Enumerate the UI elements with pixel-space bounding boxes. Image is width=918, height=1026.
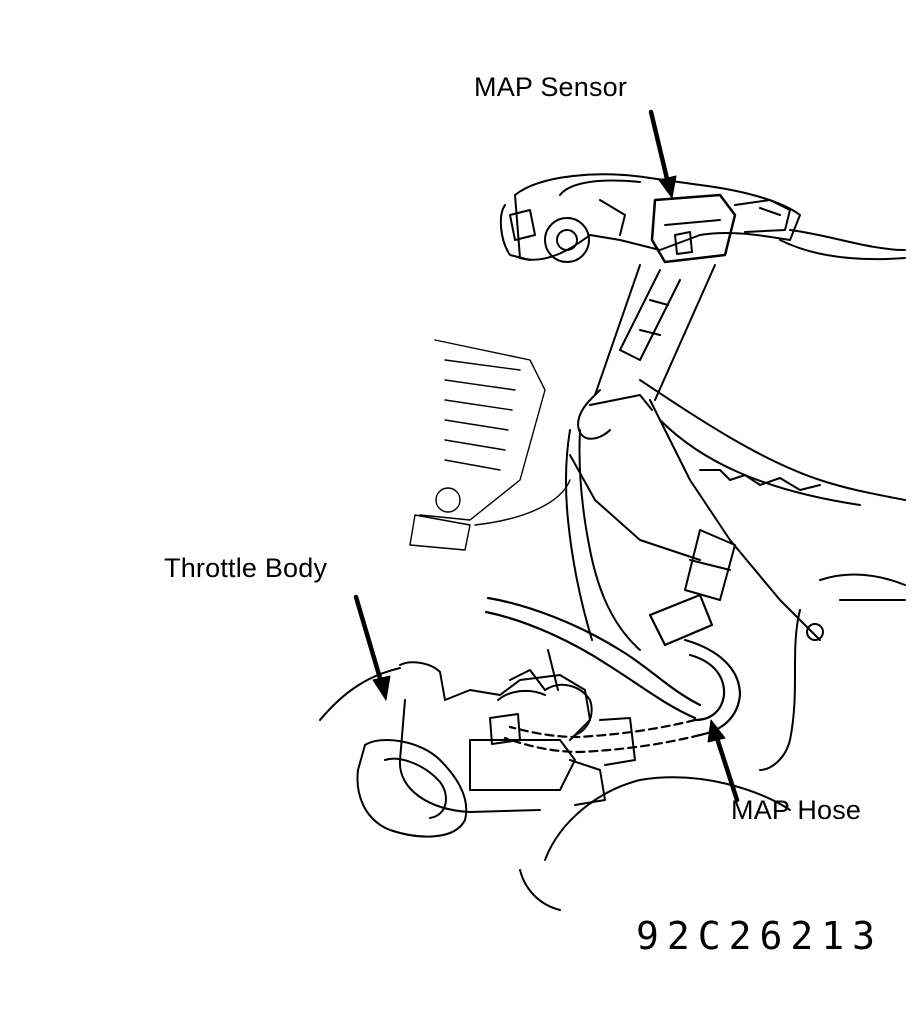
map-hose-arrow: [707, 719, 740, 803]
throttle-body-assembly: [319, 649, 791, 911]
engine-block: [409, 339, 571, 551]
callout-arrows: [353, 109, 740, 803]
intake-plenum: [639, 379, 906, 771]
map-sensor-label: MAP Sensor: [474, 72, 628, 102]
throttle-body-label: Throttle Body: [164, 553, 328, 583]
throttle-body-arrow: [353, 594, 391, 701]
map-hose-label: MAP Hose: [731, 795, 862, 825]
intake-runner: [564, 264, 716, 651]
map-hose: [484, 593, 742, 754]
map-sensor-arrow: [648, 109, 677, 199]
figure-code: 92C26213: [636, 914, 884, 958]
map-sensor-assembly: [499, 173, 906, 264]
